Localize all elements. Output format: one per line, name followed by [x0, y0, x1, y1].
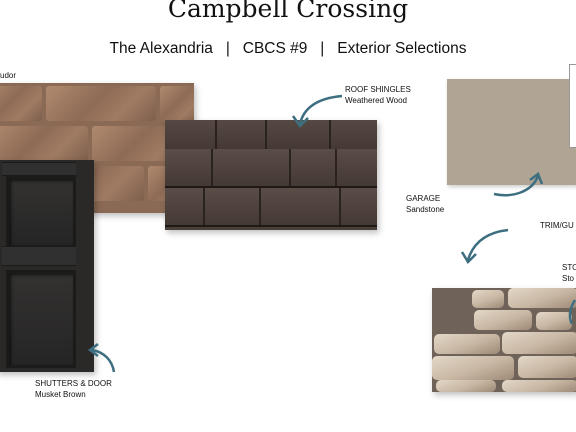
shutter-door-swatch	[0, 160, 94, 372]
roof-arrow-icon	[291, 94, 343, 128]
brick-label: udor	[0, 71, 17, 80]
page-title: Campbell Crossing	[167, 0, 409, 23]
garage-arrow-icon	[493, 172, 544, 197]
shutter-arrow-icon	[87, 343, 116, 373]
roof-shingles-label: ROOF SHINGLES Weathered Wood	[345, 85, 411, 105]
stone-arrow-icon	[568, 299, 576, 325]
trim-label: TRIM/GU	[540, 221, 574, 230]
roof-shingles-swatch	[165, 120, 377, 230]
stone-label: STO Sto	[562, 263, 576, 283]
adjacent-swatch-edge	[569, 64, 576, 148]
page-subtitle: The Alexandria | CBCS #9 | Exterior Sele…	[109, 40, 467, 57]
stone-swatch	[432, 288, 576, 392]
garage-swatch	[447, 79, 576, 185]
garage-label: GARAGE Sandstone	[406, 194, 445, 214]
trim-arrow-icon	[460, 228, 509, 265]
shutter-door-label: SHUTTERS & DOOR Musket Brown	[35, 379, 112, 399]
